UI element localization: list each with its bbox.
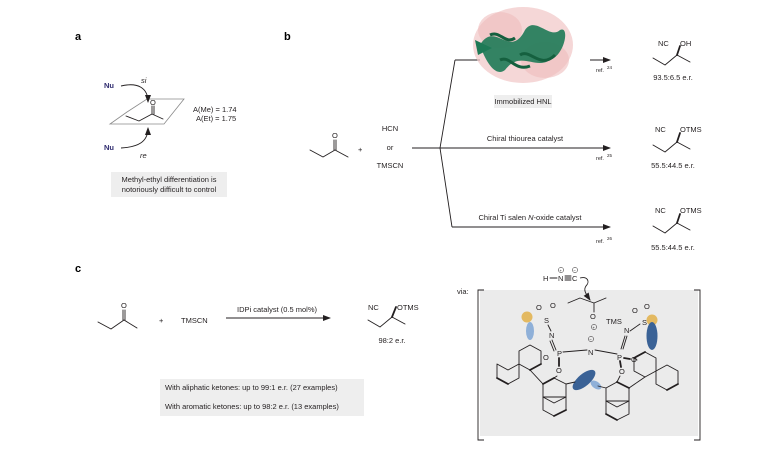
sulfur-left: S bbox=[544, 316, 549, 325]
sulfur-right: S bbox=[642, 318, 647, 327]
central-n-minus: − bbox=[590, 337, 593, 342]
substituent-lightblue-center bbox=[590, 380, 602, 390]
branch-connector bbox=[439, 59, 456, 228]
tms-label: TMS bbox=[606, 317, 622, 326]
sulfonyl-o-3: O bbox=[632, 306, 638, 315]
hnl-enzyme-structure bbox=[473, 7, 573, 83]
nucleophile-top: Nu bbox=[104, 81, 114, 90]
a-value-ethyl: A(Et) = 1.75 bbox=[196, 114, 236, 123]
route-1-ref: ref.24 bbox=[596, 65, 612, 74]
si-face-attack-arrow bbox=[120, 84, 151, 103]
hnc-minus-charge: − bbox=[574, 268, 577, 273]
sulfonyl-o-1: O bbox=[536, 303, 542, 312]
route-3-er: 55.5:44.5 e.r. bbox=[651, 243, 695, 252]
note-box bbox=[111, 172, 227, 197]
oxonium-plus-charge: + bbox=[593, 325, 596, 330]
panel-a: a O Nu si Nu re A(Me) = 1.74 A(Et) = 1.7… bbox=[75, 31, 237, 197]
product-tms-cyanohydrin-2: NC OTMS bbox=[652, 125, 702, 153]
prochiral-plane bbox=[108, 98, 185, 125]
plus-sign: + bbox=[358, 145, 363, 154]
product-2-otms: OTMS bbox=[680, 125, 702, 134]
product-c-er: 98:2 e.r. bbox=[378, 336, 405, 345]
substituent-lightblue-left bbox=[526, 322, 534, 340]
reagent-or: or bbox=[387, 143, 394, 152]
re-face-label: re bbox=[140, 151, 147, 160]
a-value-methyl: A(Me) = 1.74 bbox=[193, 105, 237, 114]
product-3-nc: NC bbox=[655, 206, 666, 215]
substituent-darkblue-right bbox=[646, 322, 658, 350]
substrate-c-oxygen: O bbox=[121, 301, 127, 310]
nucleophile-bottom: Nu bbox=[104, 143, 114, 152]
substituent-darkblue-center bbox=[572, 369, 596, 391]
panel-a-label: a bbox=[75, 31, 82, 43]
substituent-gold-left bbox=[521, 311, 533, 323]
scope-aromatic: With aromatic ketones: up to 98:2 e.r. (… bbox=[165, 402, 339, 411]
note-line-1: Methyl-ethyl differentiation is bbox=[122, 175, 217, 184]
route-2-ref: ref.25 bbox=[596, 153, 612, 162]
product-tms-cyanohydrin-3: NC OTMS bbox=[652, 206, 702, 234]
butanone-substrate-c: O bbox=[97, 301, 138, 330]
scope-aliphatic: With aliphatic ketones: up to 99:1 e.r. … bbox=[165, 383, 338, 392]
product-3-otms: OTMS bbox=[680, 206, 702, 215]
butanone-skeleton bbox=[125, 113, 164, 122]
product-1-nc: NC bbox=[658, 39, 669, 48]
hydrogen-isocyanide: H N C + − bbox=[543, 267, 578, 283]
hnc-plus-charge: + bbox=[560, 268, 563, 273]
si-face-label: si bbox=[141, 76, 147, 85]
route-3-ref: ref.26 bbox=[596, 236, 612, 245]
carbonyl-oxygen: O bbox=[150, 98, 156, 107]
product-tms-cyanohydrin-c: NC OTMS bbox=[367, 303, 419, 328]
re-face-attack-arrow bbox=[120, 127, 151, 149]
nucleophilic-attack-arrow bbox=[579, 277, 591, 301]
butanone-substrate: O bbox=[309, 131, 349, 158]
conditions-text: IDPi catalyst (0.5 mol%) bbox=[237, 305, 318, 314]
n-right: N bbox=[624, 326, 629, 335]
n-left: N bbox=[549, 331, 554, 340]
note-line-2: notoriously difficult to control bbox=[122, 185, 217, 194]
transition-state-bracket bbox=[477, 289, 701, 441]
activated-ketone: O TMS + bbox=[567, 297, 622, 330]
product-c-otms: OTMS bbox=[397, 303, 419, 312]
reagent-tmscn-c: TMSCN bbox=[181, 316, 208, 325]
route-2-er: 55.5:44.5 e.r. bbox=[651, 161, 695, 170]
binaphthyl-backbone bbox=[496, 344, 679, 421]
sulfonyl-o-2: O bbox=[550, 301, 556, 310]
reagent-tmscn: TMSCN bbox=[377, 161, 404, 170]
route-1-er: 93.5:6.5 e.r. bbox=[653, 73, 693, 82]
substituent-gold-right bbox=[646, 314, 658, 326]
hnc-h: H bbox=[543, 274, 548, 283]
route-1-catalyst: Immobilized HNL bbox=[494, 97, 551, 106]
sulfonyl-o-4: O bbox=[644, 302, 650, 311]
p-o-left-2: O bbox=[556, 366, 562, 375]
panel-b: b O + HCN or TMSCN Immobilized HNL bbox=[284, 7, 702, 252]
product-c-nc: NC bbox=[368, 303, 379, 312]
route-2-catalyst: Chiral thiourea catalyst bbox=[487, 134, 564, 143]
hnc-n: N bbox=[558, 274, 563, 283]
product-2-nc: NC bbox=[655, 125, 666, 134]
reagent-hcn: HCN bbox=[382, 124, 398, 133]
hnl-label-box bbox=[494, 95, 552, 108]
product-1-oh: OH bbox=[680, 39, 691, 48]
product-cyanohydrin-oh: NC OH bbox=[652, 39, 691, 66]
plus-sign-c: + bbox=[159, 316, 164, 325]
scope-box bbox=[160, 379, 364, 416]
p-right: P bbox=[617, 353, 622, 362]
n-central: N bbox=[588, 348, 593, 357]
p-o-right-2: O bbox=[619, 367, 625, 376]
route-3-catalyst: Chiral Ti salen N-oxide catalyst bbox=[479, 213, 583, 222]
oxonium-o: O bbox=[590, 312, 596, 321]
panel-b-label: b bbox=[284, 31, 291, 43]
hnc-c: C bbox=[572, 274, 578, 283]
panel-c: c O + TMSCN IDPi catalyst (0.5 mol%) NC … bbox=[75, 263, 701, 441]
panel-c-label: c bbox=[75, 263, 81, 275]
p-o-left-1: O bbox=[543, 353, 549, 362]
substrate-oxygen: O bbox=[332, 131, 338, 140]
via-label: via: bbox=[457, 287, 469, 296]
p-left: P bbox=[557, 349, 562, 358]
